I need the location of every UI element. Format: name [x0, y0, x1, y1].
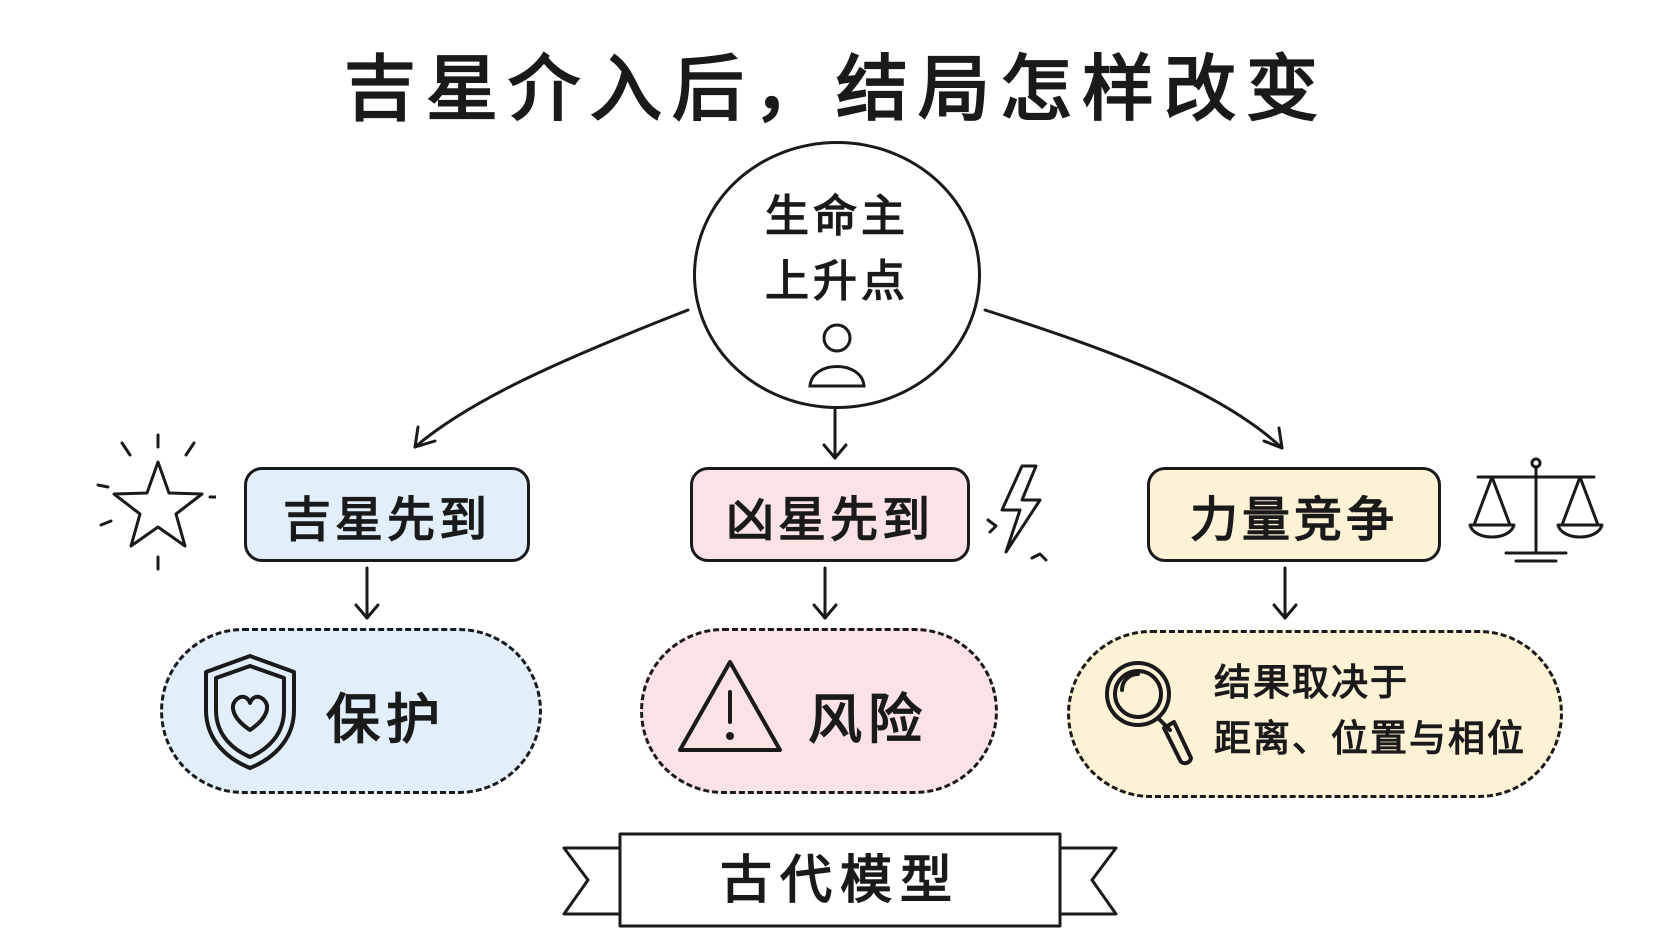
- branch-competition-label: 力量竞争: [1189, 491, 1398, 548]
- outcome-protection-label: 保护: [326, 688, 446, 751]
- center-line-1: 生命主: [765, 191, 909, 242]
- outcome-competition-line-2: 距离、位置与相位: [1214, 717, 1526, 760]
- branch-malefic-box: 凶星先到: [690, 467, 970, 562]
- outcome-competition-line-1: 结果取决于: [1214, 661, 1409, 704]
- arrow-to-benefic: [413, 308, 690, 449]
- branch-competition-box: 力量竞争: [1147, 467, 1441, 562]
- center-node: [693, 141, 981, 409]
- branch-malefic-label: 凶星先到: [725, 491, 934, 548]
- banner-ribbon: [562, 832, 1118, 928]
- balance-scale-icon: [1468, 457, 1604, 563]
- outcome-protection-pill: [160, 628, 542, 794]
- outcome-risk-label: 风险: [808, 688, 928, 751]
- lightning-icon: [986, 464, 1048, 562]
- warning-icon: [678, 660, 782, 752]
- page-title: 吉星介入后，结局怎样改变: [343, 47, 1328, 131]
- shield-heart-icon: [204, 654, 296, 770]
- magnifier-icon: [1105, 661, 1193, 766]
- arrow-to-competition: [983, 308, 1284, 450]
- star-icon: [96, 433, 216, 571]
- branch-benefic-label: 吉星先到: [282, 491, 491, 548]
- outcome-risk-pill: [640, 628, 998, 794]
- person-icon: [808, 323, 866, 388]
- branch-benefic-box: 吉星先到: [244, 467, 530, 562]
- banner-label: 古代模型: [719, 851, 960, 911]
- center-line-2: 上升点: [765, 256, 909, 307]
